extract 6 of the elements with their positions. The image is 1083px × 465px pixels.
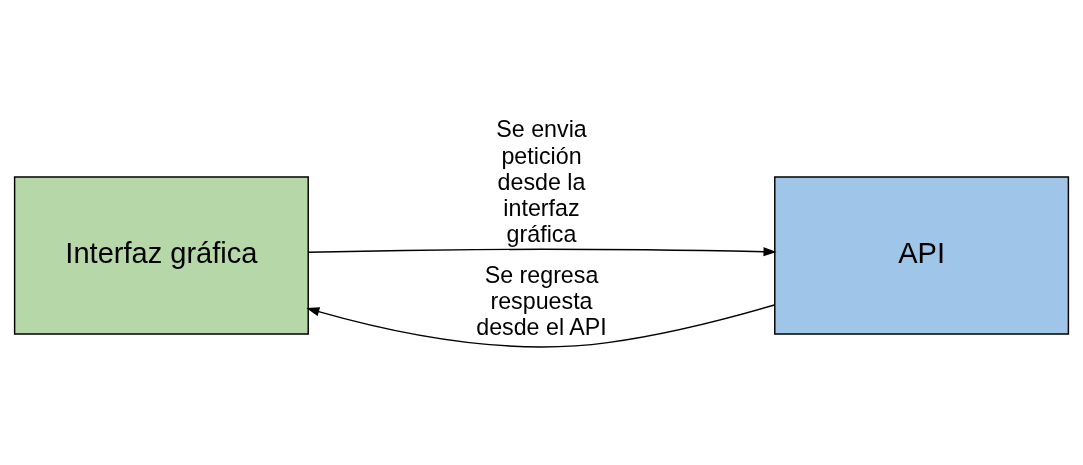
arrow [307,246,777,256]
arrow [306,303,776,347]
edge-label: Se regresa respuesta desde el API [476,261,607,340]
edge-label: Se envia petición desde la interfaz gráfica [496,115,587,247]
node-box: Interfaz gráfica [13,175,309,335]
node-box: API [774,175,1070,335]
